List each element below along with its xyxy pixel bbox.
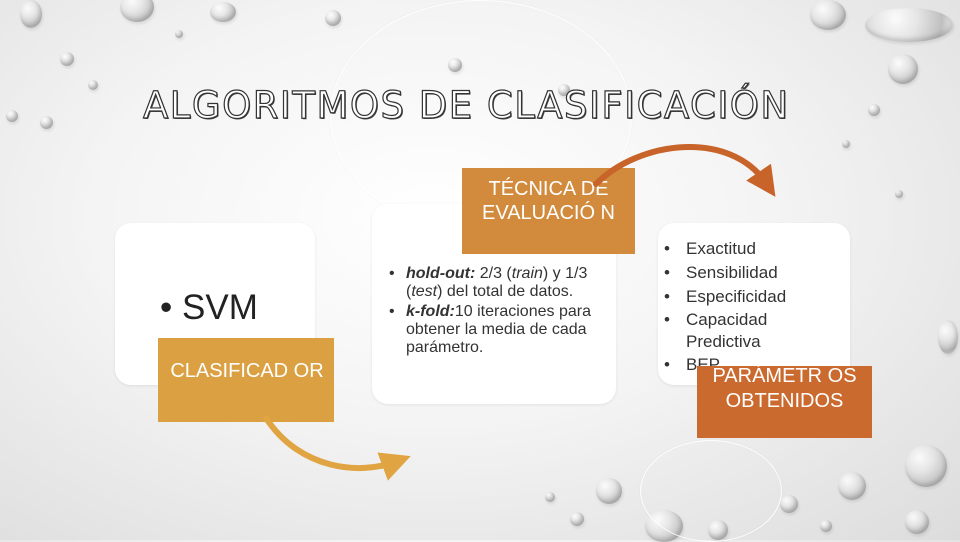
bullet-dot: • (389, 303, 395, 320)
bullet-dot: • (389, 265, 395, 282)
water-drop (6, 110, 18, 122)
water-drop (888, 54, 918, 84)
classifier-label-box: CLASIFICAD OR (158, 338, 334, 422)
bullet-dot: • (664, 239, 670, 258)
water-drop (20, 0, 42, 28)
water-drop (545, 492, 555, 502)
kfold-keyword: k-fold: (406, 303, 455, 320)
water-drop (210, 2, 236, 22)
param-item: • Especificidad (664, 285, 864, 309)
param-label: Capacidad Predictiva (686, 310, 768, 351)
evaluation-label-box: TÉCNICA DE EVALUACIÓ N (462, 168, 635, 254)
kfold-item: • k-fold:10 iteraciones para obtener la … (386, 303, 610, 357)
water-drop (88, 80, 98, 90)
water-drop (810, 0, 846, 30)
parameters-label: PARÁMETR OS OBTENIDOS (712, 366, 857, 412)
param-label: Especificidad (686, 287, 787, 306)
bullet-dot: • (664, 287, 670, 306)
water-drop (820, 520, 832, 532)
water-drop (842, 140, 850, 148)
water-drop (570, 512, 584, 526)
water-drop (120, 0, 154, 22)
classifier-label: CLASIFICAD OR (170, 360, 324, 382)
test-word: test (411, 283, 438, 300)
holdout-text: ) del total de datos. (437, 283, 574, 300)
slide-title: ALGORITMOS DE CLASIFICACIÓN (142, 83, 790, 127)
bullet-dot: • (664, 355, 670, 374)
water-drop (868, 104, 880, 116)
water-drop (838, 472, 866, 500)
param-item: • Exactitud (664, 237, 864, 261)
param-item: • Sensibilidad (664, 261, 864, 285)
holdout-text: 2/3 ( (475, 265, 512, 282)
bullet-dot: • (664, 310, 670, 329)
water-drop (325, 10, 341, 26)
svm-label: SVM (182, 288, 258, 327)
bullet-dot: • (160, 288, 173, 327)
water-drop (60, 52, 74, 66)
water-drop (175, 30, 183, 38)
water-drop (905, 510, 929, 534)
curved-arrow-icon (263, 415, 411, 481)
holdout-text: ) y 1/3 ( (406, 265, 588, 300)
water-drop (865, 8, 953, 42)
param-label: Exactitud (686, 239, 756, 258)
param-label: Sensibilidad (686, 263, 778, 282)
water-drop (905, 445, 947, 487)
water-drop (895, 190, 903, 198)
faint-ring (640, 440, 782, 542)
train-word: train (511, 265, 543, 282)
kfold-text: 10 iteraciones para obtener la media de … (406, 303, 591, 356)
holdout-keyword: hold-out: (406, 265, 476, 282)
svm-bullet-item: • SVM (160, 288, 258, 328)
holdout-item: • hold-out: 2/3 (train) y 1/3 (test) del… (386, 265, 610, 301)
evaluation-list: • hold-out: 2/3 (train) y 1/3 (test) del… (386, 265, 610, 357)
water-drop (596, 478, 622, 504)
parameters-card (658, 223, 850, 385)
water-drop (938, 320, 958, 354)
bullet-dot: • (664, 263, 670, 282)
water-drop (40, 116, 53, 129)
parameters-list: • Exactitud • Sensibilidad • Especificid… (664, 237, 864, 377)
parameters-label-box: PARÁMETR OS OBTENIDOS (697, 366, 872, 438)
evaluation-label: TÉCNICA DE EVALUACIÓ N (482, 178, 615, 224)
param-item: • Capacidad Predictiva (664, 309, 864, 353)
water-drop (780, 495, 798, 513)
